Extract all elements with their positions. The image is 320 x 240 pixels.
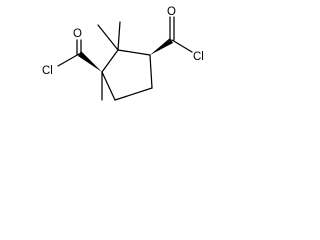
- methyl-bond-c2-left: [97, 24, 119, 51]
- chemical-structure-diagram: O Cl O Cl: [42, 6, 204, 101]
- ring-bond-c4-c5: [114, 87, 153, 101]
- chlorine-atom-left: Cl: [42, 65, 53, 77]
- chlorine-atom-right: Cl: [193, 51, 204, 63]
- ring-bond-c1-c2: [101, 49, 119, 73]
- single-bond-right-ccl: [171, 39, 193, 53]
- wedge-bond-c1-carbonyl-left: [78, 51, 102, 72]
- oxygen-atom-right: O: [167, 6, 176, 18]
- ring-bond-c2-c3: [117, 49, 151, 56]
- wedge-bond-c3-carbonyl-right: [150, 38, 173, 55]
- ring-bond-c3-c4: [149, 54, 153, 89]
- ring-bond-c5-c1: [101, 71, 116, 101]
- single-bond-left-ccl: [57, 53, 80, 67]
- oxygen-atom-left: O: [73, 28, 82, 40]
- methyl-bond-c2-right: [117, 21, 121, 51]
